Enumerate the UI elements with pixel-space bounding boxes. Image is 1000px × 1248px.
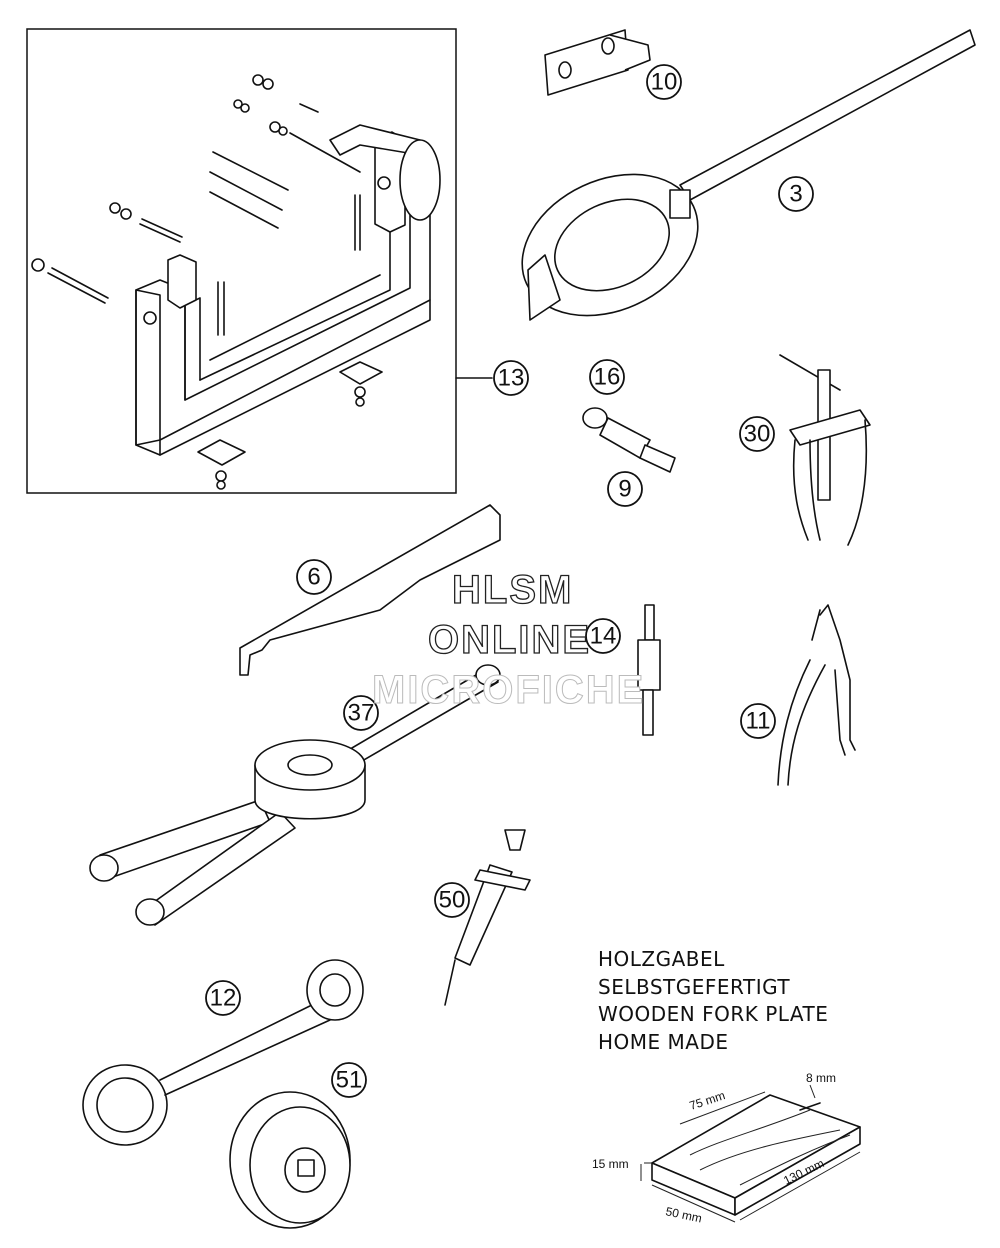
callout-14-label: 14	[590, 623, 617, 650]
engine-stand-frame-box	[26, 28, 457, 494]
callout-30: 30	[739, 416, 775, 452]
watermark-line-3: MICROFICHE	[371, 668, 646, 713]
engine-stand	[31, 74, 441, 490]
circlip-pliers	[777, 604, 856, 786]
callout-6: 6	[296, 559, 332, 595]
callout-50: 50	[434, 882, 470, 918]
callout-10-label: 10	[651, 69, 678, 96]
pulley-tool	[229, 1091, 351, 1229]
clutch-holder-tool	[521, 29, 976, 321]
callout-9-label: 9	[618, 476, 631, 503]
dim-thickness: 8 mm	[806, 1071, 836, 1085]
note-line-4: HOME MADE	[598, 1029, 729, 1054]
callout-16: 16	[589, 359, 625, 395]
callout-6-label: 6	[307, 564, 320, 591]
callout-16-label: 16	[594, 364, 621, 391]
callout-11: 11	[740, 703, 776, 739]
dim-height: 15 mm	[592, 1157, 629, 1171]
callout-11-label: 11	[746, 708, 771, 735]
wooden-fork-plate	[640, 1084, 861, 1223]
wooden-fork-plate-note: HOLZGABEL SELBSTGEFERTIGT WOODEN FORK PL…	[598, 946, 828, 1056]
note-line-1: HOLZGABEL	[598, 947, 725, 971]
callout-51: 51	[331, 1062, 367, 1098]
bolt-assembly	[582, 407, 676, 473]
bracket-tool	[544, 29, 651, 96]
callout-50-label: 50	[439, 887, 466, 914]
callout-13-label: 13	[498, 365, 525, 392]
note-line-3: WOODEN FORK PLATE	[598, 1002, 829, 1026]
callout-13: 13	[493, 360, 529, 396]
callout-3: 3	[778, 176, 814, 212]
callout-14: 14	[585, 618, 621, 654]
note-line-2: SELBSTGEFERTIGT	[598, 974, 791, 999]
dim-length-top: 75 mm	[688, 1088, 727, 1113]
pin-spanner	[82, 959, 364, 1146]
callout-37-label: 37	[348, 700, 375, 727]
pin-tool	[637, 604, 661, 736]
callout-12-label: 12	[210, 985, 237, 1012]
callout-37: 37	[343, 695, 379, 731]
callout-51-label: 51	[336, 1067, 363, 1094]
syringe-tool	[444, 829, 531, 1006]
callout-12: 12	[205, 980, 241, 1016]
callout-10: 10	[646, 64, 682, 100]
watermark-line-1: HLSM	[451, 567, 574, 612]
three-arm-tool	[89, 664, 501, 926]
callout-9: 9	[607, 471, 643, 507]
callout-30-label: 30	[744, 421, 771, 448]
flat-gauge-tool	[239, 504, 501, 676]
dim-width: 50 mm	[664, 1204, 703, 1225]
watermark-line-2: ONLINE	[427, 617, 592, 662]
puller-tool	[779, 354, 871, 546]
callout-3-label: 3	[789, 181, 802, 208]
